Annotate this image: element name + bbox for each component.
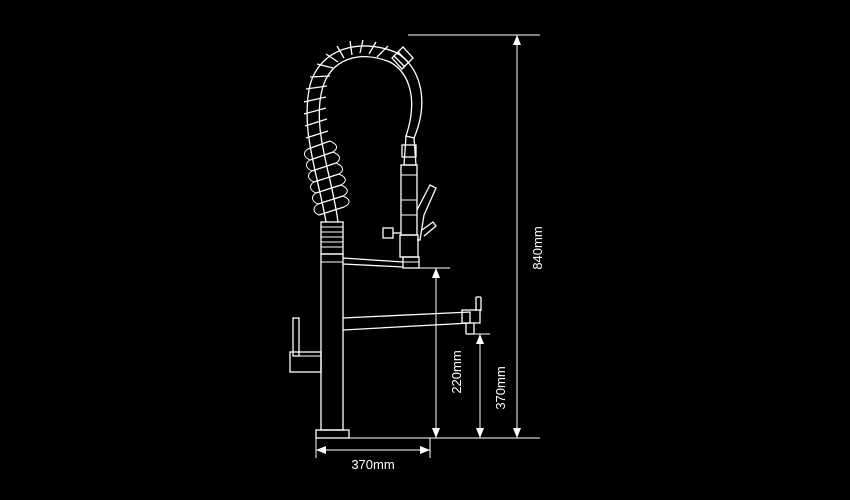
- total-height-label: 840mm: [530, 226, 545, 269]
- flexible-hose: [306, 45, 423, 223]
- arrow-up-icon: [476, 334, 484, 344]
- sprayer-head: [382, 135, 437, 269]
- main-column: [320, 253, 344, 431]
- base-plate: [315, 429, 350, 439]
- spring-top-bracket: [391, 46, 414, 70]
- arrow-left-icon: [316, 446, 326, 454]
- lever-handle: [289, 317, 322, 373]
- arrow-down-icon: [476, 428, 484, 438]
- arrow-down-icon: [432, 428, 440, 438]
- swivel-spout: [342, 296, 482, 335]
- dimension-labels: 840mm 370mm 220mm 370mm: [351, 226, 545, 472]
- arrow-up-icon: [513, 35, 521, 45]
- spout-height-label: 220mm: [449, 350, 464, 393]
- spring-coils: [303, 39, 389, 216]
- reach-label: 370mm: [351, 457, 394, 472]
- faucet-outline: [289, 39, 482, 439]
- spring-collar: [320, 221, 344, 255]
- dimension-lines: [315, 34, 540, 458]
- arrow-up-icon: [432, 268, 440, 278]
- outlet-height-label: 370mm: [493, 366, 508, 409]
- arrow-down-icon: [513, 428, 521, 438]
- arrow-right-icon: [420, 446, 430, 454]
- support-arm: [342, 257, 404, 268]
